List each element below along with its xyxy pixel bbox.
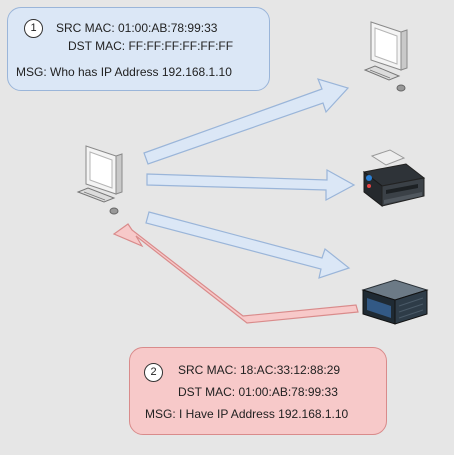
request-dst-mac: DST MAC: FF:FF:FF:FF:FF:FF [68, 39, 234, 53]
step-number-badge: 1 [24, 19, 43, 38]
printer-icon [362, 149, 426, 208]
arp-reply-box: 2 SRC MAC: 18:AC:33:12:88:29 DST MAC: 01… [129, 347, 387, 435]
request-src-mac: SRC MAC: 01:00:AB:78:99:33 [56, 21, 218, 35]
sender-computer-icon [76, 145, 123, 215]
broadcast-arrow-to-desktop [143, 78, 350, 165]
reply-src-mac: SRC MAC: 18:AC:33:12:88:29 [178, 363, 341, 377]
step-number-badge: 2 [144, 363, 163, 382]
reply-message: MSG: I Have IP Address 192.168.1.10 [145, 407, 349, 421]
broadcast-arrow-to-printer [146, 168, 356, 202]
request-message: MSG: Who has IP Address 192.168.1.10 [16, 65, 232, 79]
reply-arrow-to-sender [112, 223, 359, 324]
server-icon [361, 279, 429, 325]
arp-request-box: 1 SRC MAC: 01:00:AB:78:99:33 DST MAC: FF… [7, 7, 270, 91]
reply-dst-mac: DST MAC: 01:00:AB:78:99:33 [178, 385, 338, 399]
target-desktop-icon [363, 21, 408, 92]
broadcast-arrow-to-server [145, 211, 351, 279]
